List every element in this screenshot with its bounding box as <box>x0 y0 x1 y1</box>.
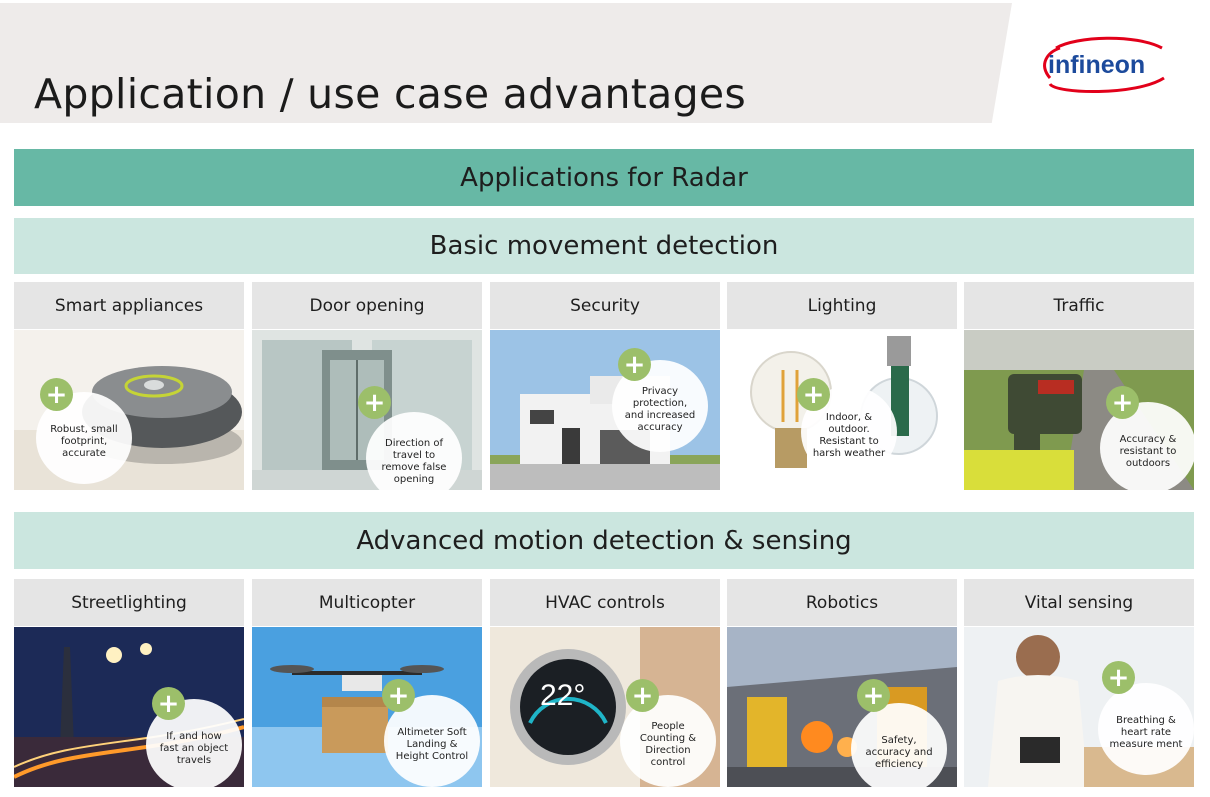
card-lighting: Lighting Indoor, & outdoor. Resistant to… <box>727 282 957 490</box>
card-title: Vital sensing <box>964 579 1194 626</box>
blood-pressure-photo: Breathing & heart rate measure ment + <box>964 627 1194 787</box>
factory-robots-photo: Safety, accuracy and efficiency + <box>727 627 957 787</box>
applications-for-radar-bar: Applications for Radar <box>14 149 1194 206</box>
card-traffic: Traffic Accuracy & resistant to outdoors… <box>964 282 1194 490</box>
plus-icon: + <box>626 679 659 712</box>
card-robotics: Robotics Safety, accuracy and efficiency… <box>727 579 957 787</box>
robot-vacuum-photo: Robust, small footprint, accurate + <box>14 330 244 490</box>
drone-package-photo: Altimeter Soft Landing & Height Control … <box>252 627 482 787</box>
card-title: Streetlighting <box>14 579 244 626</box>
card-vital-sensing: Vital sensing Breathing & heart rate mea… <box>964 579 1194 787</box>
card-title: Traffic <box>964 282 1194 329</box>
plus-icon: + <box>1102 661 1135 694</box>
page-title: Application / use case advantages <box>34 70 747 118</box>
title-band <box>0 3 1012 123</box>
card-title: HVAC controls <box>490 579 720 626</box>
card-door-opening: Door opening Direction of travel to remo… <box>252 282 482 490</box>
plus-icon: + <box>797 378 830 411</box>
card-title: Security <box>490 282 720 329</box>
plus-icon: + <box>382 679 415 712</box>
card-title: Multicopter <box>252 579 482 626</box>
applications-for-radar-label: Applications for Radar <box>460 162 748 193</box>
card-title: Smart appliances <box>14 282 244 329</box>
thermostat-photo: 22° People Counting & Direction control … <box>490 627 720 787</box>
card-title: Door opening <box>252 282 482 329</box>
infineon-logo: infineon <box>1043 36 1165 93</box>
card-streetlighting: Streetlighting If, and how fast an objec… <box>14 579 244 787</box>
night-street-photo: If, and how fast an object travels + <box>14 627 244 787</box>
speed-radar-gun-photo: Accuracy & resistant to outdoors + <box>964 330 1194 490</box>
card-title: Lighting <box>727 282 957 329</box>
card-smart-appliances: Smart appliances Robust, small footprint… <box>14 282 244 490</box>
plus-icon: + <box>857 679 890 712</box>
plus-icon: + <box>358 386 391 419</box>
basic-movement-label: Basic movement detection <box>429 231 779 261</box>
plus-icon: + <box>40 378 73 411</box>
note-bubble: Breathing & heart rate measure ment <box>1098 683 1194 775</box>
card-title: Robotics <box>727 579 957 626</box>
advanced-motion-bar: Advanced motion detection & sensing <box>14 512 1194 569</box>
card-multicopter: Multicopter Altimeter Soft Landing & Hei… <box>252 579 482 787</box>
card-security: Security Privacy protection, and increas… <box>490 282 720 490</box>
card-hvac-controls: HVAC controls 22° People Counting & Dire… <box>490 579 720 787</box>
light-bulbs-photo: Indoor, & outdoor. Resistant to harsh we… <box>727 330 957 490</box>
plus-icon: + <box>152 687 185 720</box>
note-bubble: Direction of travel to remove false open… <box>366 412 462 490</box>
thermostat-display: 22° <box>540 679 586 712</box>
glass-elevator-photo: Direction of travel to remove false open… <box>252 330 482 490</box>
svg-text:infineon: infineon <box>1048 51 1145 79</box>
note-bubble: Safety, accuracy and efficiency <box>851 703 947 787</box>
plus-icon: + <box>618 348 651 381</box>
advanced-motion-label: Advanced motion detection & sensing <box>356 525 852 556</box>
basic-movement-bar: Basic movement detection <box>14 218 1194 274</box>
plus-icon: + <box>1106 386 1139 419</box>
modern-house-photo: Privacy protection, and increased accura… <box>490 330 720 490</box>
